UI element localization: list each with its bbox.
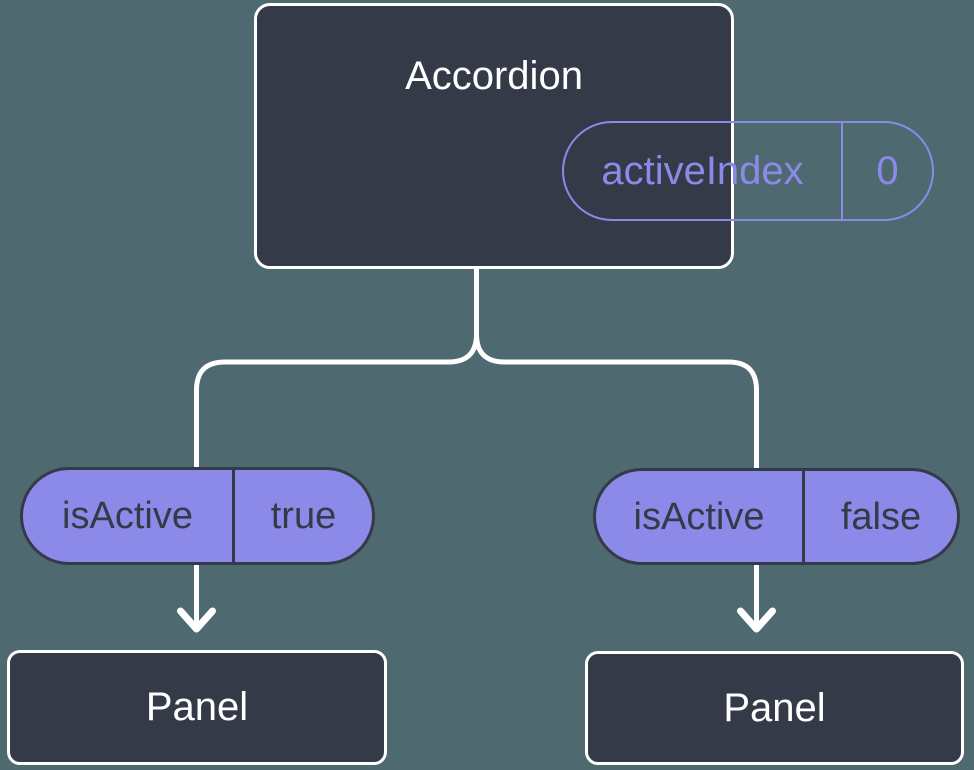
connector-left-branch [194, 260, 479, 628]
accordion-state-pill: activeIndex 0 [562, 121, 934, 221]
pill-divider [841, 123, 843, 219]
pill-divider [232, 470, 235, 562]
right-panel-node: Panel [585, 651, 964, 765]
accordion-node: Accordion activeIndex 0 [254, 3, 934, 269]
state-name-label: activeIndex [601, 149, 804, 193]
left-panel-title: Panel [145, 685, 249, 729]
right-prop-value-label: false [840, 495, 922, 538]
arrow-down-icon-right [737, 607, 776, 633]
connector-right-branch [474, 260, 759, 628]
accordion-node-title: Accordion [405, 54, 583, 98]
right-prop-pill: isActive false [593, 468, 960, 565]
left-prop-value-label: true [270, 495, 337, 537]
right-prop-name-label: isActive [633, 495, 765, 538]
right-panel-title: Panel [723, 685, 826, 730]
pill-divider [802, 471, 805, 562]
left-prop-name-label: isActive [62, 495, 193, 537]
arrow-down-icon-left [177, 607, 216, 633]
left-panel-node: Panel [7, 650, 387, 765]
left-prop-pill: isActive true [20, 467, 375, 565]
state-value-label: 0 [876, 149, 899, 193]
